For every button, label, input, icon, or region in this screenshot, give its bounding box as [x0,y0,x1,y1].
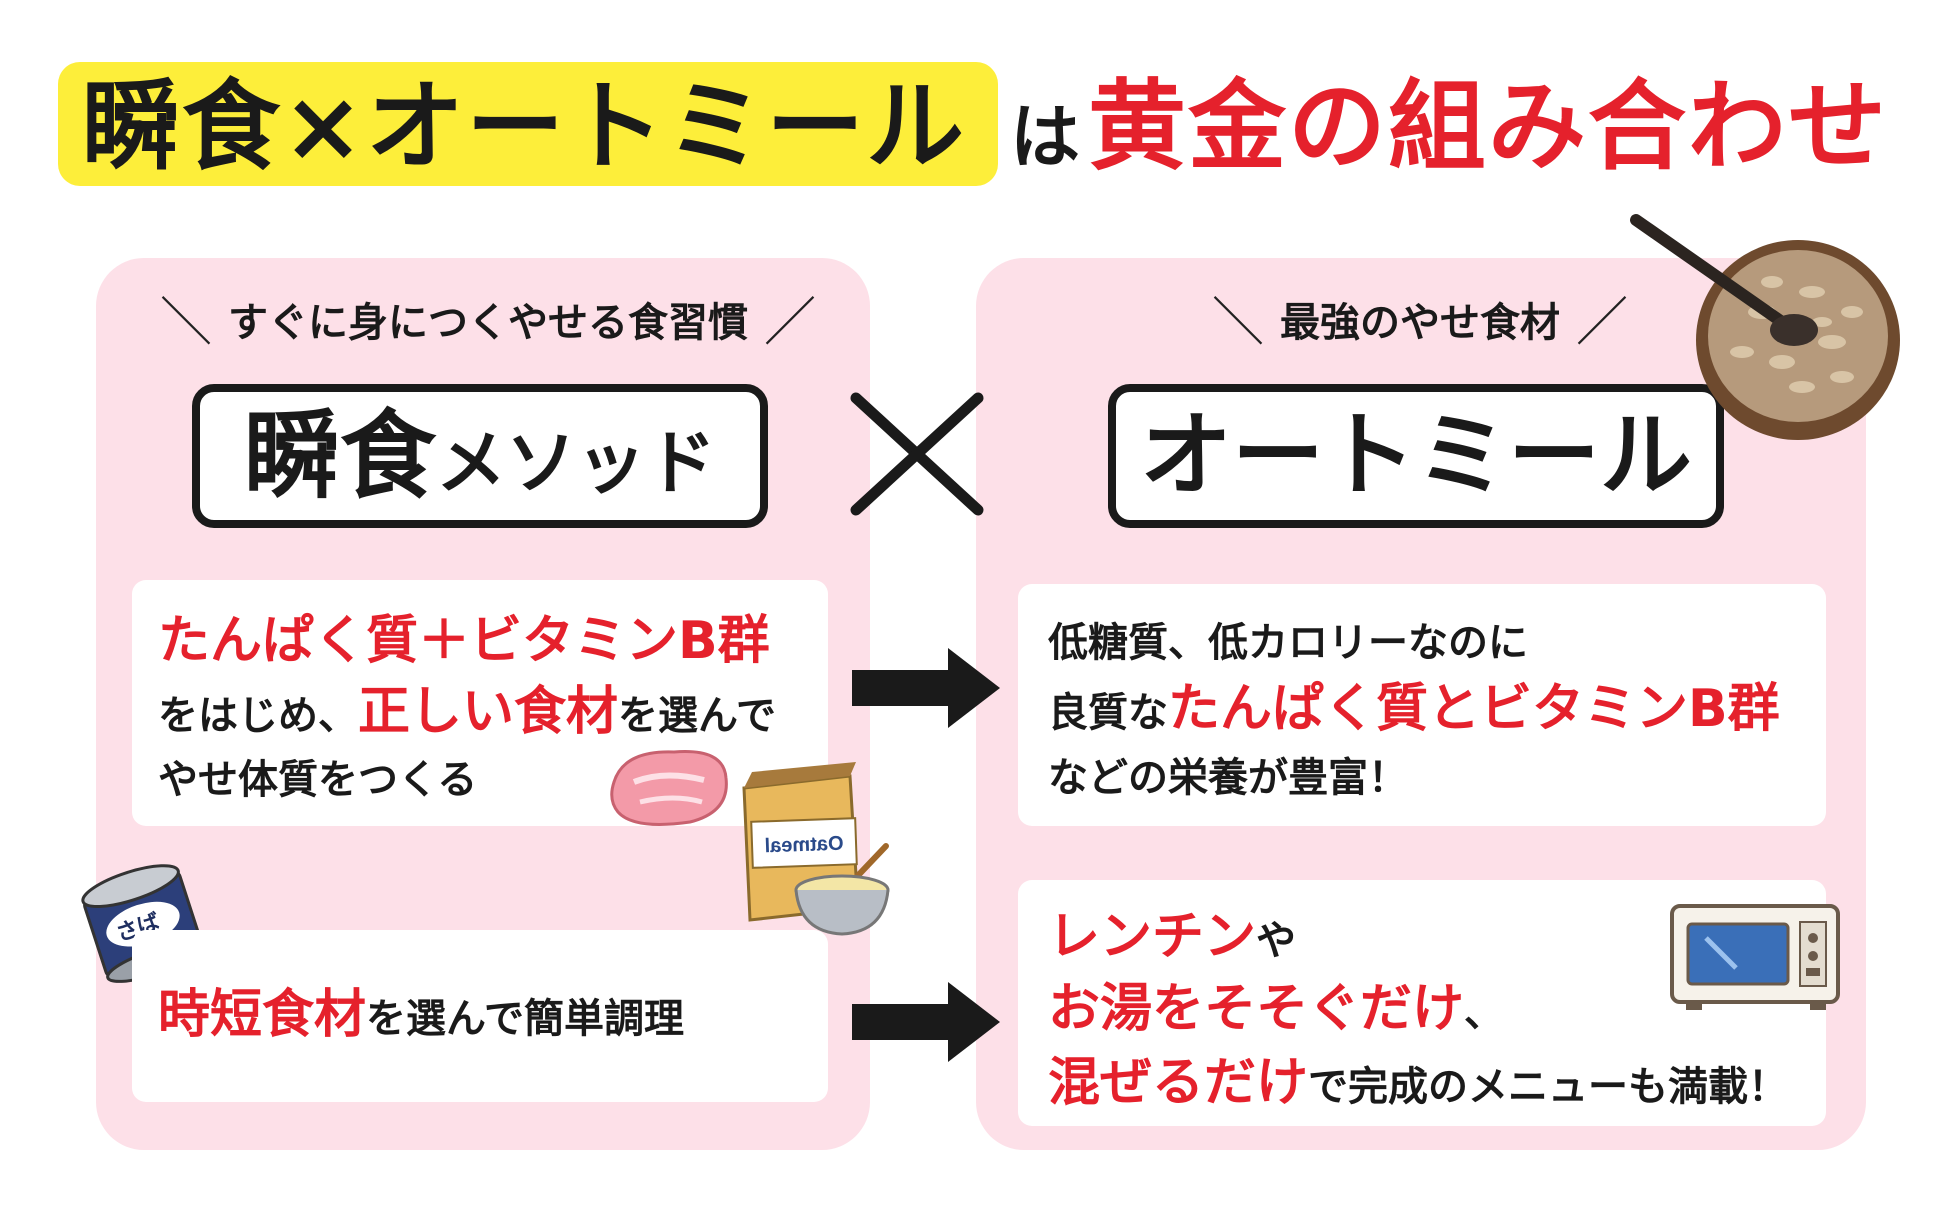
right-card-easy-line2b: 、 [1464,990,1505,1036]
left-box-title: 瞬食 メソッド [192,384,768,528]
microwave-icon [1670,904,1840,1010]
left-card-nutrition-line2b: を選んで [618,693,777,739]
title-highlight [58,62,998,186]
arrow-right-icon [852,648,1000,728]
right-card-nutrition-line3: などの栄養が豊富！ [1048,755,1408,801]
left-card-quick-red: 時短食材 [158,985,367,1045]
right-box-title: オートミール [1108,384,1724,528]
right-card-nutrition-line1: 低糖質、低カロリーなのに [1048,620,1528,666]
right-tagline: ＼ 最強のやせ食材 ／ [1212,293,1629,353]
left-box-title-big: 瞬食 [244,400,436,512]
slash-left-icon: ＼ [160,293,213,353]
right-card-easy-line3b: で完成のメニューも満載！ [1308,1064,1789,1110]
right-card-nutrition-line2-red: たんぱく質とビタミンB群 [1168,679,1780,739]
porridge-bowl-icon [794,843,890,936]
right-card-easy-line1-red: レンチン [1048,907,1257,967]
slash-left-icon: ＼ [1212,293,1265,353]
left-card-quick [132,930,828,1102]
left-card-quick-text: 時短食材を選んで簡単調理 [158,980,684,1054]
right-card-nutrition [1018,584,1826,826]
right-card-easy-line3-red: 混ぜるだけ [1048,1053,1309,1113]
left-card-nutrition-text: たんぱく質＋ビタミンB群 をはじめ、正しい食材を選んで やせ体質をつくる [158,606,776,808]
oatmeal-box-label: Oatmeal [764,833,844,858]
left-card-quick-rest: を選んで簡単調理 [366,996,685,1042]
arrow-right-icon [852,982,1000,1062]
oatmeal-bowl-icon [1630,214,1900,440]
right-card-nutrition-text: 低糖質、低カロリーなのに 良質なたんぱく質とビタミンB群 などの栄養が豊富！ [1048,612,1780,808]
left-card-nutrition-line1: たんぱく質＋ビタミンB群 [158,611,770,671]
left-card-nutrition-line2-red: 正しい食材 [358,682,619,742]
right-box-title-text: オートミール [1139,402,1692,509]
left-tagline: ＼ すぐに身につくやせる食習慣 ／ [160,293,817,353]
left-box-title-small: メソッド [436,422,716,504]
right-tagline-text: 最強のやせ食材 [1280,300,1561,346]
title-highlight-text: 瞬食×オートミール [82,70,967,184]
left-card-nutrition-line2a: をはじめ、 [158,693,358,739]
left-card-nutrition-line3: やせ体質をつくる [158,757,478,803]
title-connector: は [1010,96,1080,178]
left-tagline-text: すぐに身につくやせる食習慣 [228,300,749,346]
right-card-easy-line2-red: お湯をそそぐだけ [1048,979,1465,1039]
right-card-easy-line1b: や [1256,918,1297,964]
cross-icon [850,392,984,516]
meat-icon [610,750,728,826]
slash-right-icon: ／ [764,293,817,353]
slash-right-icon: ／ [1576,293,1629,353]
right-card-nutrition-line2a: 良質な [1048,690,1168,736]
title-emphasis: 黄金の組み合わせ [1088,70,1889,184]
right-card-easy-text: レンチンや お湯をそそぐだけ、 混ぜるだけで完成のメニューも満載！ [1048,904,1788,1122]
